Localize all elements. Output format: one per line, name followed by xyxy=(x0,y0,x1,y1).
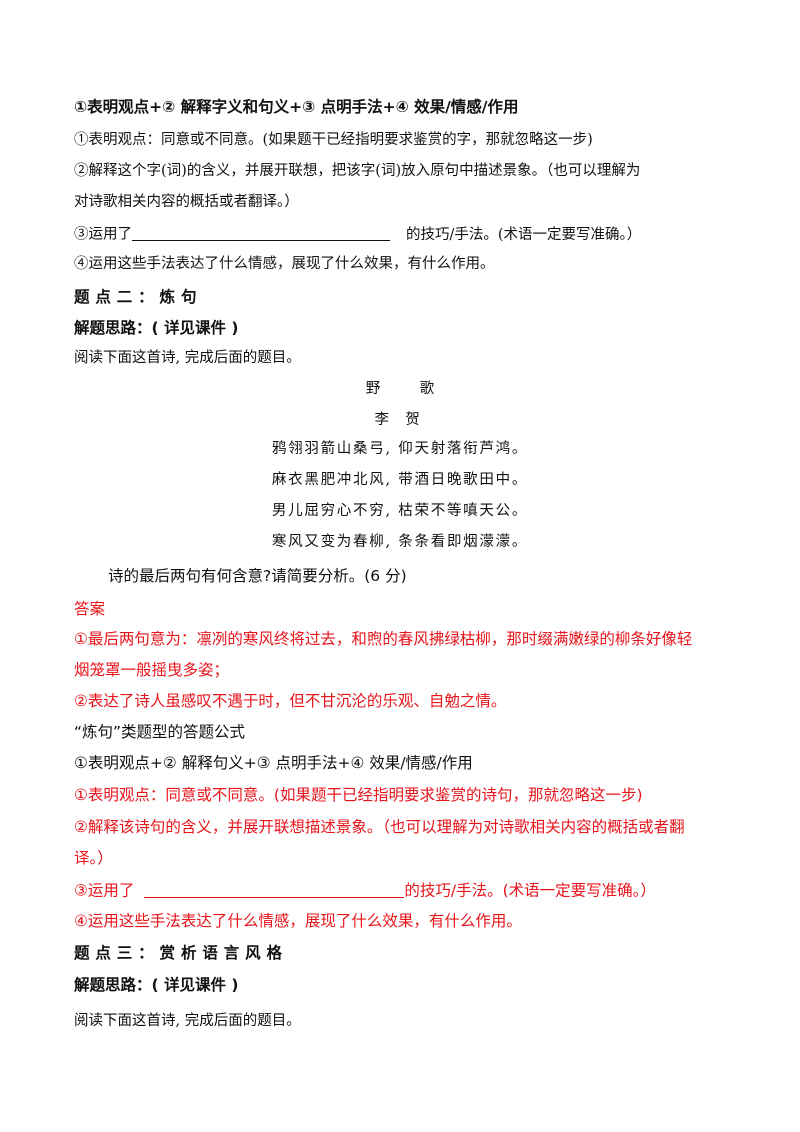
topic3-heading: 题点三：赏析语言风格 xyxy=(74,944,288,962)
section2-step2-line1: ②解释该诗句的含义，并展开联想描述景象。（也可以理解为对诗歌相关内容的概括或者翻 xyxy=(74,818,685,836)
section2-step1: ①表明观点：同意或不同意。(如果题干已经指明要求鉴赏的诗句，那就忽略这一步) xyxy=(74,786,643,804)
section2-answer-blank xyxy=(144,881,405,898)
topic2-instruction: 阅读下面这首诗, 完成后面的题目。 xyxy=(74,350,301,366)
poem-line-3: 男儿屈穷心不穷, 枯荣不等嗔天公。 xyxy=(271,503,529,519)
answer-point2: ②表达了诗人虽感叹不遇于时，但不甘沉沦的乐观、自勉之情。 xyxy=(74,692,507,710)
section2-step3-suffix: 的技巧/手法。(术语一定要写准确。） xyxy=(404,881,656,900)
topic2-heading: 题点二：炼句 xyxy=(74,288,203,306)
poem-line-2: 麻衣黑肥冲北风, 带酒日晚歌田中。 xyxy=(271,472,529,488)
poem-author: 李 贺 xyxy=(374,412,426,428)
section2-step3-prefix: ③运用了 xyxy=(74,881,135,900)
answer-point1-line2: 烟笼罩一般摇曳多姿； xyxy=(74,661,230,679)
section1-answer-blank xyxy=(132,225,390,241)
section2-formula: ①表明观点+② 解释句义+③ 点明手法+④ 效果/情感/作用 xyxy=(74,754,473,772)
section1-step4: ④运用这些手法表达了什么情感，展现了什么效果，有什么作用。 xyxy=(74,256,495,272)
topic2-approach: 解题思路：( 详见课件 ) xyxy=(74,319,239,337)
section2-step4: ④运用这些手法表达了什么情感，展现了什么效果，有什么作用。 xyxy=(74,912,522,930)
poem-line-4: 寒风又变为春柳, 条条看即烟濛濛。 xyxy=(271,534,529,550)
poem-line-1: 鸦翎羽箭山桑弓, 仰天射落衔芦鸿。 xyxy=(271,441,529,457)
section1-step2-line1: ②解释这个字(词)的含义，并展开联想，把该字(词)放入原句中描述景象。（也可以理… xyxy=(74,163,641,179)
section1-step3-suffix: 的技巧/手法。(术语一定要写准确。） xyxy=(406,226,642,243)
answer-point1-line1: ①最后两句意为：凛冽的寒风终将过去，和煦的春风拂绿枯柳，那时缀满嫩绿的柳条好像轻 xyxy=(74,630,693,648)
topic3-instruction: 阅读下面这首诗, 完成后面的题目。 xyxy=(74,1013,301,1029)
section1-step2-line2: 对诗歌相关内容的概括或者翻译。） xyxy=(74,194,299,210)
section1-step3-prefix: ③运用了 xyxy=(74,226,132,243)
section1-step3: ③运用了 的技巧/手法。(术语一定要写准确。） xyxy=(74,225,641,244)
section1-formula: ①表明观点+② 解释字义和句义+③ 点明手法+④ 效果/情感/作用 xyxy=(74,98,519,116)
answer-label: 答案 xyxy=(74,600,106,618)
topic3-approach: 解题思路：( 详见课件 ) xyxy=(74,976,239,994)
section2-step3: ③运用了 的技巧/手法。(术语一定要写准确。） xyxy=(74,881,656,900)
poem-title: 野 歌 xyxy=(365,381,452,397)
section1-step1: ①表明观点：同意或不同意。(如果题干已经指明要求鉴赏的字，那就忽略这一步) xyxy=(74,132,593,148)
section2-step2-line2: 译。） xyxy=(74,849,113,867)
question: 诗的最后两句有何含意?请简要分析。(6 分) xyxy=(108,567,407,585)
section2-title: “炼句”类题型的答题公式 xyxy=(74,723,246,741)
